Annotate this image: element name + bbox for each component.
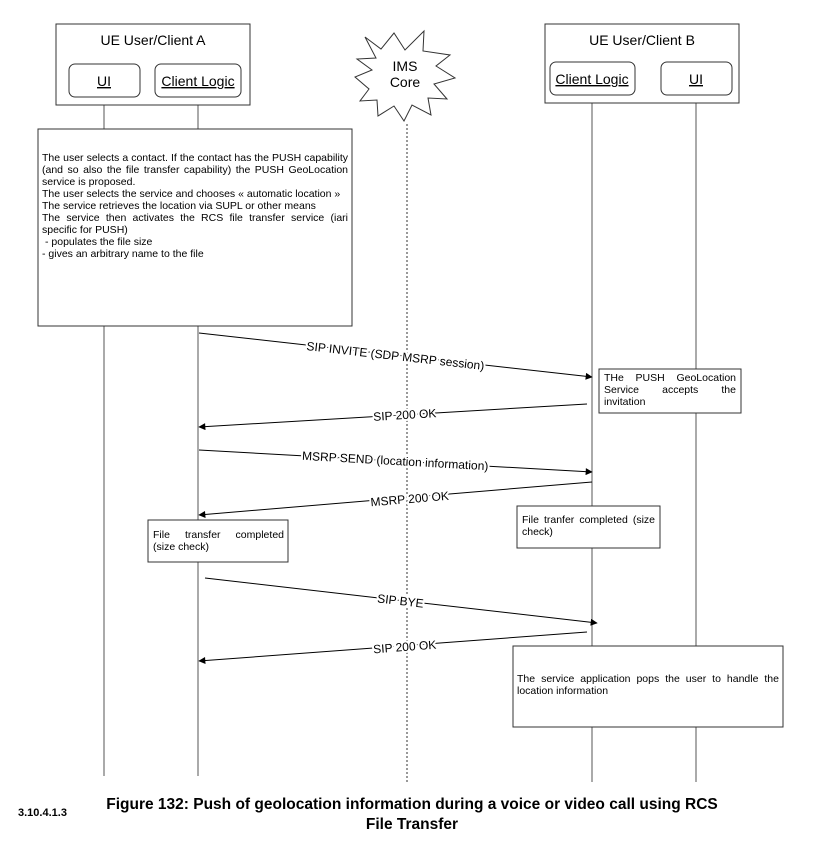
- note-transfer-b-box: [516, 505, 661, 549]
- arrow-sip-200-1: [198, 403, 588, 431]
- client-b-title: UE User/Client B: [589, 32, 695, 48]
- note-user-selects: The user selects a contact. If the conta…: [42, 152, 348, 260]
- section-number: 3.10.4.1.3: [18, 807, 67, 819]
- note-transfer-a: File transfer completed (size check): [153, 529, 284, 553]
- ims-core-burst: [354, 29, 457, 122]
- client-a-ui-label: UI: [97, 73, 111, 89]
- note-user-selects-line-4: The service then activates the RCS file …: [42, 212, 348, 236]
- arrow-msrp-send: [198, 449, 593, 476]
- note-service-pops: The service application pops the user to…: [517, 673, 779, 697]
- arrow-sip-200-2: [198, 631, 588, 665]
- client-a-logic-box: [154, 63, 242, 98]
- client-b-logic-label: Client Logic: [555, 71, 628, 87]
- note-transfer-a-box: [147, 519, 289, 563]
- note-push-accepts: THe PUSH GeoLocation Service accepts the…: [604, 372, 736, 408]
- note-user-selects-line-2: The user selects the service and chooses…: [42, 188, 341, 200]
- note-user-selects-line-5: - populates the file size: [45, 236, 153, 248]
- note-user-selects-line-1: The user selects a contact. If the conta…: [42, 152, 348, 188]
- label-sip-invite: SIP INVITE (SDP MSRP session): [306, 339, 485, 373]
- note-user-selects-line-3: The service retrieves the location via S…: [42, 200, 316, 212]
- client-b-ui-label: UI: [689, 71, 703, 87]
- label-msrp-send: MSRP SEND (location information): [302, 449, 489, 473]
- note-push-accepts-box: [598, 368, 742, 414]
- client-a-ui-box: [68, 63, 141, 98]
- client-a-title: UE User/Client A: [100, 32, 206, 48]
- label-msrp-200: MSRP 200 OK: [370, 489, 449, 510]
- note-service-pops-box: [512, 645, 784, 728]
- figure-caption-line-1: Figure 132: Push of geolocation informat…: [106, 796, 718, 813]
- arrow-sip-bye: [204, 577, 598, 626]
- note-user-selects-line-6: - gives an arbitrary name to the file: [42, 248, 204, 260]
- client-b-logic-box: [549, 61, 636, 96]
- arrow-msrp-200: [198, 481, 593, 518]
- note-user-selects-box: [37, 128, 353, 327]
- client-b-ui-box: [660, 61, 733, 96]
- ims-core-label-2: Core: [390, 74, 421, 90]
- note-transfer-b: File tranfer completed (size check): [522, 514, 655, 538]
- arrow-sip-invite: [198, 332, 593, 380]
- client-a-logic-label: Client Logic: [161, 73, 234, 89]
- label-sip-200-2: SIP 200 OK: [373, 638, 437, 657]
- label-sip-200-1: SIP 200 OK: [373, 406, 437, 424]
- label-sip-bye: SIP BYE: [377, 591, 425, 610]
- ims-core-label-1: IMS: [393, 58, 418, 74]
- figure-caption-line-2: File Transfer: [365, 816, 459, 833]
